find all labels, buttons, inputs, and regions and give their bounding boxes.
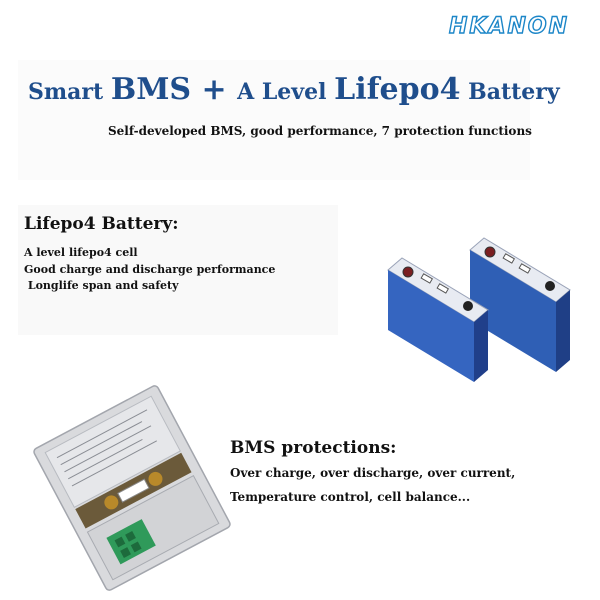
battery-text-panel [18,205,338,335]
page-subtitle: Self-developed BMS, good performance, 7 … [108,124,532,138]
bms-line-2: Temperature control, cell balance... [230,490,471,504]
bms-board-image [33,385,231,591]
brand-logo: HKANON [448,13,570,39]
battery-line-2: Good charge and discharge performance [24,263,276,276]
bms-heading: BMS protections: [230,438,397,458]
battery-heading: Lifepo4 Battery: [24,214,179,234]
top-panel [18,60,530,180]
battery-cell-front [387,257,489,382]
lifepo4-cells-image [387,237,571,382]
battery-cell-back [469,237,571,372]
bms-line-1: Over charge, over discharge, over curren… [230,466,516,480]
page-title: Smart BMS + A Level Lifepo4 Battery [28,72,560,107]
battery-line-1: A level lifepo4 cell [24,246,138,259]
battery-line-3: Longlife span and safety [24,279,179,292]
